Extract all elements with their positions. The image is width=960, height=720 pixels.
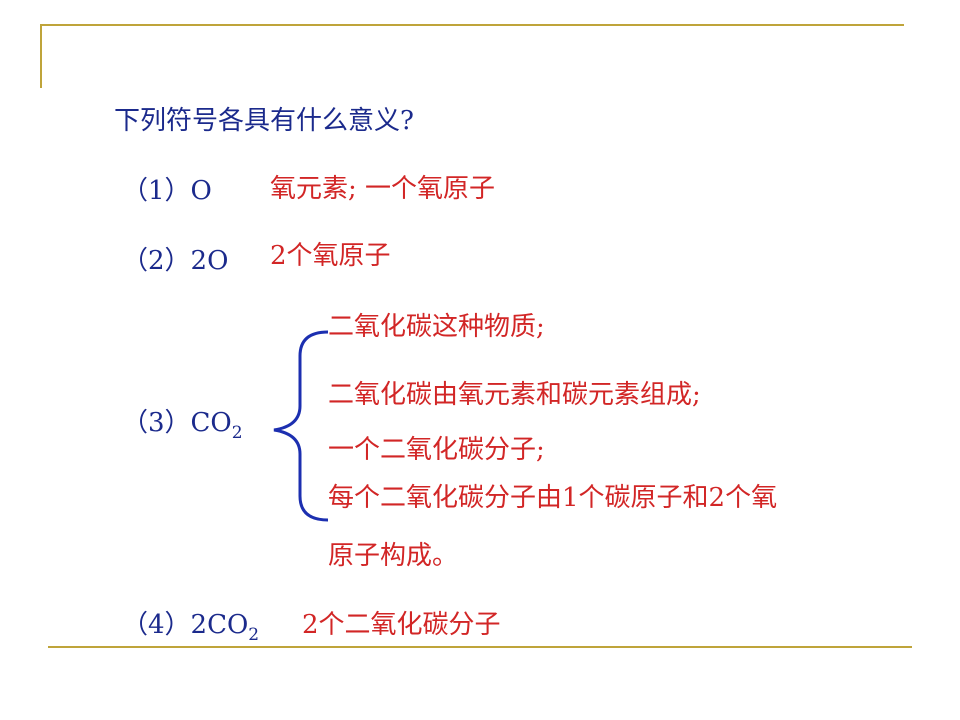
curly-brace-icon <box>273 330 329 522</box>
item-4-label-subscript: 2 <box>248 625 260 645</box>
bottom-rule <box>48 646 912 648</box>
question-title: 下列符号各具有什么意义? <box>114 106 414 136</box>
left-rule <box>40 24 42 88</box>
item-3-label-subscript: 2 <box>231 423 243 443</box>
item-4-answer: 2个二氧化碳分子 <box>302 610 501 640</box>
item-2-label: （2）2O <box>122 246 229 276</box>
item-3-meaning-4-continued: 原子构成。 <box>328 541 459 571</box>
item-2-answer: 2个氧原子 <box>270 241 391 271</box>
item-3-label: （3）CO2 <box>122 408 243 442</box>
item-1-label: （1）O <box>122 176 212 206</box>
item-3-label-text: （3）CO <box>122 408 232 438</box>
top-rule <box>40 24 904 26</box>
item-3-meaning-2: 二氧化碳由氧元素和碳元素组成; <box>328 380 701 410</box>
item-3-meaning-1: 二氧化碳这种物质; <box>328 312 545 342</box>
item-3-meaning-4: 每个二氧化碳分子由1个碳原子和2个氧 <box>328 483 778 513</box>
item-3-meaning-3: 一个二氧化碳分子; <box>328 435 545 465</box>
item-4-label-text: （4）2CO <box>122 610 249 640</box>
item-4-label: （4）2CO2 <box>122 610 259 644</box>
item-1-answer: 氧元素; 一个氧原子 <box>270 174 496 204</box>
